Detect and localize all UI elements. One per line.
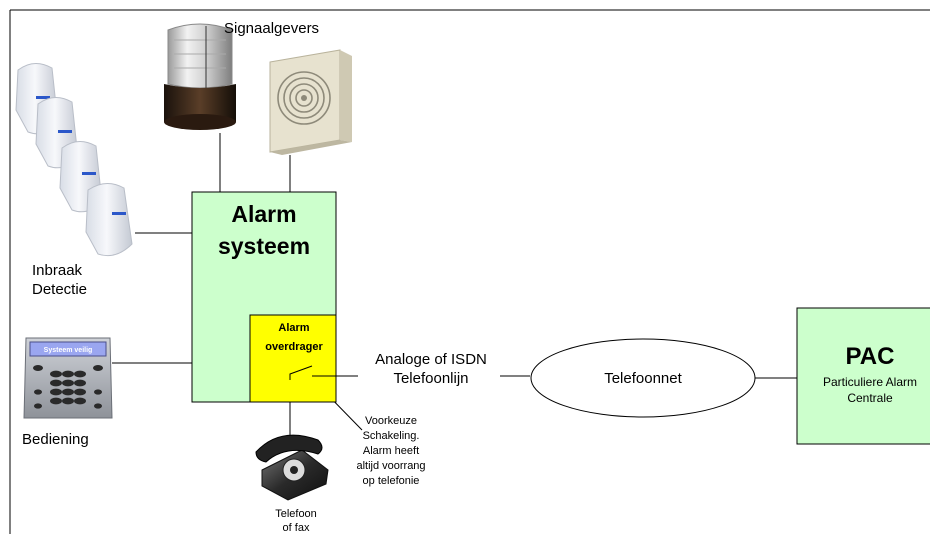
priority-note-1: Voorkeuze (365, 415, 417, 427)
line-type-label-1: Analoge of ISDN (375, 351, 487, 368)
strobe-light-icon (164, 23, 236, 130)
network-label: Telefoonnet (604, 370, 682, 387)
siren-speaker-icon (269, 49, 352, 155)
keypad-display-text: Systeem veilig (44, 347, 93, 354)
transmitter-title-1: Alarm (278, 322, 309, 334)
intrusion-label-2: Detectie (32, 281, 87, 298)
motion-detector-icon (15, 63, 133, 257)
alarm-system-title-1: Alarm (231, 201, 296, 227)
keypad-icon (23, 337, 113, 419)
control-label: Bediening (22, 431, 89, 448)
priority-note-4: altijd voorrang (356, 460, 425, 472)
alarm-system-title-2: systeem (218, 233, 310, 259)
pac-subtitle-2: Centrale (847, 391, 893, 405)
phone-network-ellipse (530, 338, 756, 418)
phone-label-1: Telefoon (275, 508, 317, 520)
alarm-transmitter-box (249, 314, 337, 403)
phone-label-2: of fax (283, 522, 310, 534)
priority-note-5: op telefonie (363, 475, 420, 487)
switch-symbol (289, 365, 313, 380)
signalers-label: Signaalgevers (224, 20, 319, 37)
priority-note-2: Schakeling. (363, 430, 420, 442)
pac-title: PAC (846, 343, 895, 370)
intrusion-label-1: Inbraak (32, 262, 83, 279)
pac-subtitle-1: Particuliere Alarm (823, 375, 917, 389)
pac-box (796, 307, 930, 445)
transmitter-title-2: overdrager (265, 341, 323, 353)
telephone-icon (255, 434, 329, 501)
priority-note-3: Alarm heeft (363, 445, 419, 457)
line-type-label-2: Telefoonlijn (393, 370, 468, 387)
